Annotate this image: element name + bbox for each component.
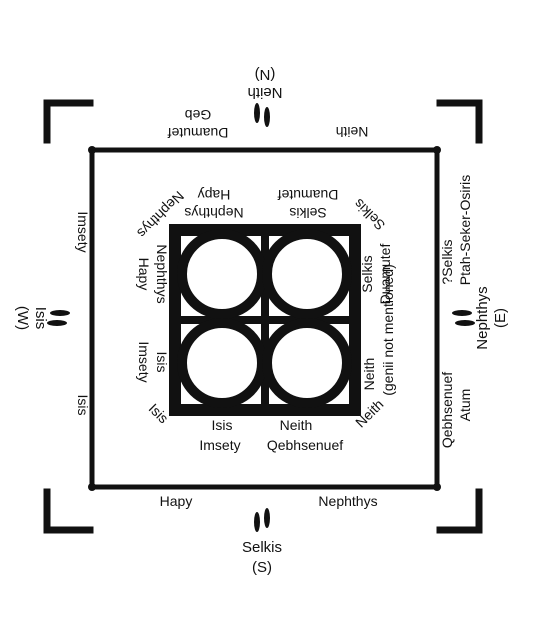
inner-bottom-4: Qebhsenuef	[267, 437, 343, 453]
north-direction: (N)	[255, 66, 276, 83]
bracket-sw	[43, 488, 94, 534]
canopic-circle-nw	[177, 229, 267, 319]
inner-right-3: Neith	[361, 358, 377, 391]
inner-left-4: Imsety	[136, 341, 152, 382]
frame-right-2: Ptah-Seker-Osiris	[457, 175, 473, 285]
footprints-south-icon	[254, 508, 270, 532]
west-direction: (W)	[14, 306, 31, 330]
inner-right-4: (genii not mentioned)	[380, 264, 396, 396]
footprints-east-icon	[452, 310, 475, 326]
bracket-se	[436, 488, 483, 534]
south-direction: (S)	[252, 559, 272, 576]
inner-top-right-1: Selkis	[289, 205, 326, 221]
frame-bottom-left: Hapy	[160, 493, 193, 509]
bracket-ne	[436, 99, 483, 144]
inner-corner-sw: Isis	[146, 400, 172, 426]
inner-top-right-2: Duamutef	[278, 187, 339, 203]
frame-left-upper: Imsety	[75, 211, 91, 252]
frame-top-right: Neith	[336, 124, 369, 140]
inner-bottom-3: Neith	[280, 417, 313, 433]
frame-top-left-1: Duamutef	[168, 125, 229, 141]
east-direction: (E)	[492, 308, 509, 328]
canopic-circle-ne	[262, 229, 352, 319]
canopic-circle-se	[262, 318, 352, 408]
corner-brackets	[43, 99, 483, 534]
frame-right-3: Qebhsenuef	[439, 372, 455, 448]
inner-right-1: Selkis	[359, 255, 375, 292]
canopic-grid	[169, 224, 361, 416]
inner-left-3: Isis	[154, 352, 170, 373]
frame-right-4: Atum	[457, 389, 473, 422]
inner-top-left-2: Hapy	[198, 187, 231, 203]
frame-left-lower: Isis	[75, 395, 91, 416]
inner-bottom-1: Isis	[212, 417, 233, 433]
east-label: Nephthys	[474, 286, 491, 349]
frame-top-left-2: Geb	[185, 107, 212, 123]
inner-left-2: Hapy	[136, 258, 152, 291]
canopic-circle-sw	[177, 318, 267, 408]
frame-right-1: ?Selkis	[439, 239, 455, 284]
outer-frame	[89, 147, 440, 490]
frame-corner-dots	[88, 146, 441, 491]
north-label: Neith	[247, 84, 282, 101]
south-label: Selkis	[242, 539, 282, 556]
inner-bottom-2: Imsety	[199, 437, 240, 453]
frame-bottom-right: Nephthys	[318, 493, 377, 509]
inner-left-1: Nephthys	[154, 244, 170, 303]
west-label: Isis	[32, 307, 49, 330]
inner-top-left-1: Nephthys	[184, 205, 243, 221]
inner-right-2: Duamutef	[377, 244, 393, 305]
footprints-north-icon	[254, 103, 270, 127]
bracket-nw	[43, 99, 94, 144]
footprints-west-icon	[47, 310, 70, 326]
